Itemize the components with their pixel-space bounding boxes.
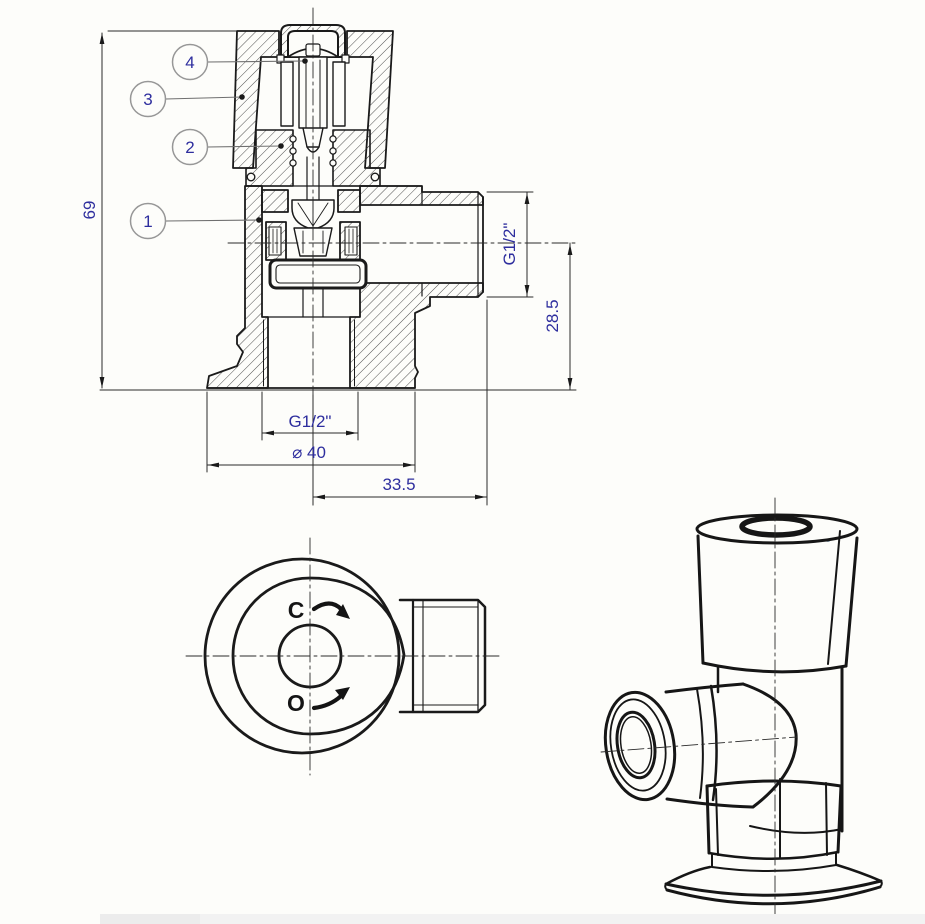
iso-outlet	[603, 682, 798, 809]
iso-body	[716, 665, 844, 833]
stem-o-rings	[246, 135, 380, 182]
iso-handle	[695, 513, 859, 674]
balloon-1-number: 1	[143, 212, 152, 231]
balloon-3-number: 3	[143, 90, 152, 109]
dim-outlet-projection: 33.5	[382, 475, 415, 494]
dim-outlet-thread: G1/2"	[500, 223, 519, 266]
page-bottom-bar	[100, 914, 925, 924]
balloon-4-number: 4	[185, 53, 194, 72]
balloon-3	[129, 80, 167, 118]
dimensions: 69 G1/2" 28.5 G1/2" ⌀ 40 33.5	[80, 30, 577, 506]
page-bottom-bar-segment	[100, 914, 200, 924]
ceramic-cartridge	[268, 199, 368, 318]
close-direction-arrow-icon	[311, 601, 350, 619]
iso-centerlines	[600, 497, 798, 919]
handle-outer-circle	[203, 557, 401, 755]
top-view-centerlines	[185, 537, 501, 776]
dim-overall-height: 69	[80, 201, 99, 220]
dim-inlet-thread: G1/2"	[289, 412, 332, 431]
close-label: C	[288, 597, 305, 623]
iso-nut-and-base	[664, 778, 883, 906]
dim-flange-diameter: ⌀ 40	[292, 443, 326, 462]
balloon-2	[171, 128, 209, 166]
open-direction-arrow-icon	[311, 687, 350, 711]
dimension-arrows	[99, 33, 573, 500]
balloon-1	[129, 202, 167, 240]
open-label: O	[287, 690, 305, 716]
section-view: 69 G1/2" 28.5 G1/2" ⌀ 40 33.5	[80, 7, 577, 506]
dim-outlet-center-height: 28.5	[543, 299, 562, 332]
balloon-2-number: 2	[185, 138, 194, 157]
iso-view	[600, 497, 883, 919]
callout-balloons: 1 2 3 4	[129, 43, 308, 240]
handle-cap	[280, 24, 346, 58]
top-view: C O	[185, 537, 501, 776]
body-details	[206, 185, 484, 389]
balloon-4	[171, 43, 209, 81]
